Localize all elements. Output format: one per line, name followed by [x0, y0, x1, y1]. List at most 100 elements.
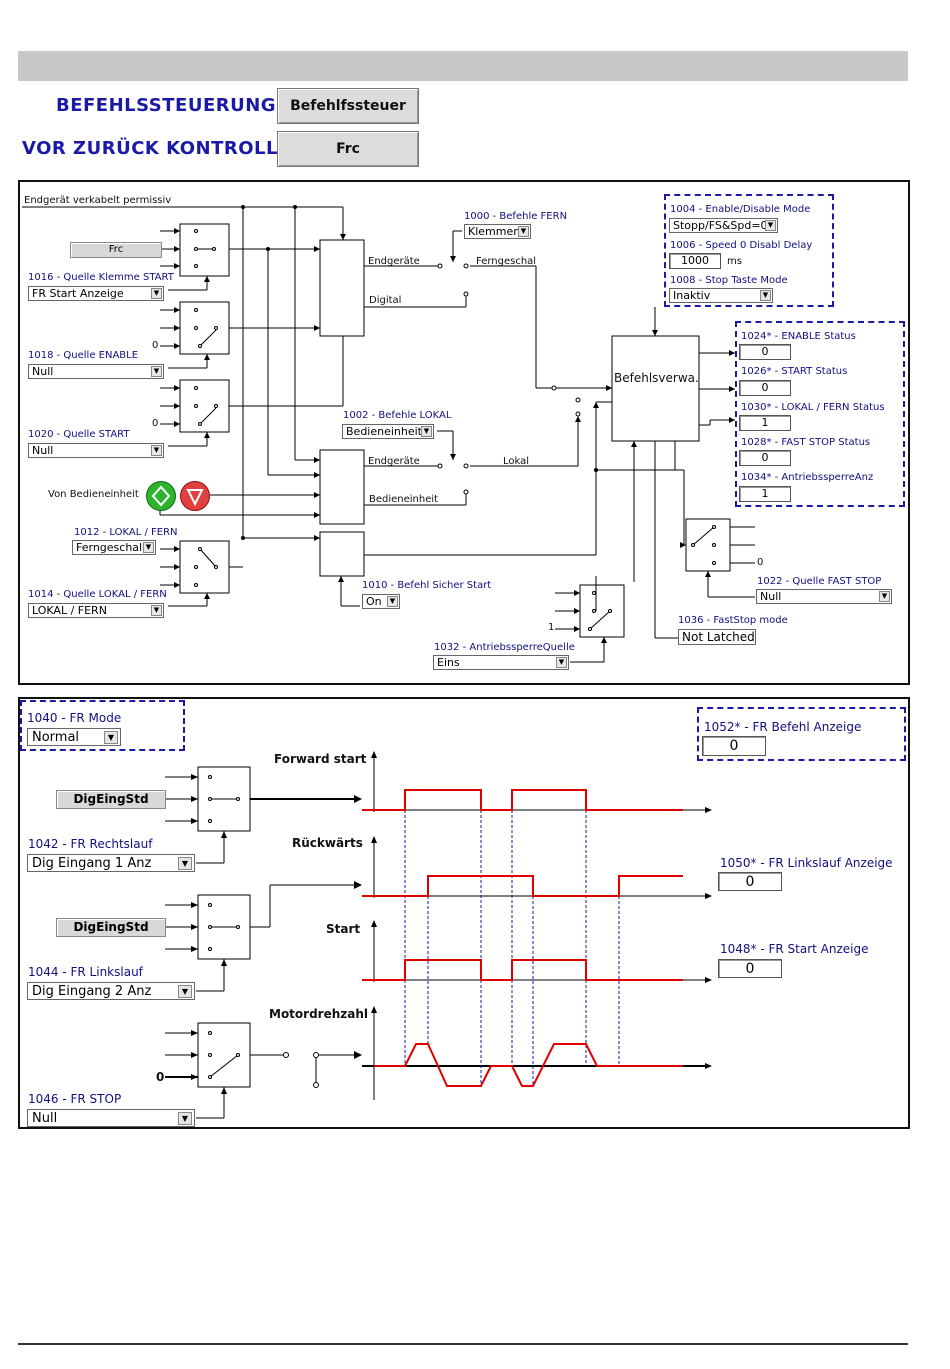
- p1008-label: 1008 - Stop Taste Mode: [670, 275, 788, 286]
- p1050-label: 1050* - FR Linkslauf Anzeige: [720, 856, 893, 870]
- chevron-down-icon: ▼: [879, 591, 890, 602]
- p1002-label: 1002 - Befehle LOKAL: [343, 410, 452, 421]
- bedien-label: Von Bedieneinheit: [48, 489, 139, 500]
- digeing-links-button[interactable]: DigEingStd: [56, 918, 166, 937]
- chevron-down-icon: ▼: [518, 226, 529, 237]
- p1010-label: 1010 - Befehl Sicher Start: [362, 580, 492, 591]
- fr-mode-group: [20, 700, 185, 751]
- p1020-label: 1020 - Quelle START: [28, 429, 130, 440]
- frc-source-button[interactable]: Frc: [70, 242, 162, 258]
- permissive-label: Endgerät verkabelt permissiv: [24, 195, 172, 206]
- status-start-value: 0: [739, 380, 791, 396]
- p1032-label: 1032 - AntriebssperreQuelle: [434, 642, 575, 653]
- chevron-down-icon: ▼: [151, 288, 162, 299]
- p1032-select[interactable]: Eins▼: [433, 655, 569, 670]
- status-antriebssperre-value: 1: [739, 486, 791, 502]
- start-button-icon[interactable]: [146, 481, 176, 511]
- p1018-select[interactable]: Null▼: [28, 364, 164, 379]
- p1044-select[interactable]: Dig Eingang 2 Anz▼: [27, 982, 195, 1000]
- p1004-select[interactable]: Stopp/FS&Spd=0▼: [669, 218, 778, 233]
- chevron-down-icon: ▼: [104, 731, 118, 744]
- befehlsverwa-label: Befehlsverwa.: [614, 371, 699, 385]
- zero-label-1: 0: [152, 340, 159, 351]
- chevron-down-icon: ▼: [765, 220, 776, 231]
- digeing-rechts-button[interactable]: DigEingStd: [56, 790, 166, 809]
- status-enable-label: 1024* - ENABLE Status: [741, 331, 856, 342]
- fr-diagram-panel: [18, 697, 910, 1129]
- p1016-select[interactable]: FR Start Anzeige▼: [28, 286, 164, 301]
- chevron-down-icon: ▼: [143, 542, 154, 553]
- top-bar: [18, 51, 908, 81]
- p1018-label: 1018 - Quelle ENABLE: [28, 350, 139, 361]
- p1020-select[interactable]: Null▼: [28, 443, 164, 458]
- p1040-label: 1040 - FR Mode: [27, 711, 122, 725]
- chevron-down-icon: ▼: [387, 596, 398, 607]
- p1014-select[interactable]: LOKAL / FERN▼: [28, 603, 164, 618]
- p1036-label: 1036 - FastStop mode: [678, 615, 788, 626]
- p1008-select[interactable]: Inaktiv▼: [669, 288, 773, 303]
- p1036-field[interactable]: Not Latched: [678, 629, 756, 645]
- p1042-select[interactable]: Dig Eingang 1 Anz▼: [27, 854, 195, 872]
- title-befehlssteuerung: BEFEHLSSTEUERUNG: [56, 95, 277, 116]
- p1010-select[interactable]: On▼: [362, 594, 400, 609]
- chevron-down-icon: ▼: [151, 366, 162, 377]
- chevron-down-icon: ▼: [421, 426, 432, 437]
- stop-button-icon[interactable]: [180, 481, 210, 511]
- p1006-unit: ms: [727, 256, 742, 267]
- digital-label: Digital: [369, 295, 402, 306]
- fr-befehl-group: [697, 707, 906, 761]
- p1014-label: 1014 - Quelle LOKAL / FERN: [28, 589, 167, 600]
- p1006-input[interactable]: 1000: [669, 253, 721, 269]
- status-faststop-value: 0: [739, 450, 791, 466]
- one-label: 1: [548, 622, 555, 633]
- lokal-label: Lokal: [503, 456, 530, 467]
- p1000-label: 1000 - Befehle FERN: [464, 211, 568, 222]
- chevron-down-icon: ▼: [556, 657, 567, 668]
- p1046-label: 1046 - FR STOP: [28, 1092, 122, 1106]
- p1052-label: 1052* - FR Befehl Anzeige: [704, 720, 862, 734]
- p1040-select[interactable]: Normal▼: [27, 728, 121, 746]
- chevron-down-icon: ▼: [178, 985, 192, 998]
- endgeraete-label-2: Endgeräte: [368, 456, 420, 467]
- p1048-value: 0: [718, 959, 782, 978]
- p1044-label: 1044 - FR Linkslauf: [28, 965, 143, 979]
- p1052-value: 0: [702, 736, 766, 756]
- p1000-select[interactable]: Klemmen▼: [464, 224, 531, 239]
- p1042-label: 1042 - FR Rechtslauf: [28, 837, 153, 851]
- p1006-label: 1006 - Speed 0 Disabl Delay: [670, 240, 813, 251]
- status-group: [735, 321, 905, 507]
- p1012-select[interactable]: Ferngeschal▼: [72, 540, 156, 555]
- p1012-label: 1012 - LOKAL / FERN: [74, 527, 178, 538]
- status-lokal-value: 1: [739, 415, 791, 431]
- zero-label-2: 0: [152, 418, 159, 429]
- zero-label-fr: 0: [156, 1070, 165, 1084]
- status-antriebssperre-label: 1034* - AntriebssperreAnz: [741, 472, 874, 483]
- p1046-select[interactable]: Null▼: [27, 1109, 195, 1127]
- p1022-select[interactable]: Null▼: [756, 589, 892, 604]
- bedieneinheit-label: Bedieneinheit: [369, 494, 439, 505]
- zero-label-3: 0: [757, 557, 764, 568]
- page-footer-rule: [18, 1343, 908, 1345]
- status-faststop-label: 1028* - FAST STOP Status: [741, 437, 871, 448]
- p1004-label: 1004 - Enable/Disable Mode: [670, 204, 811, 215]
- title-vor-zurueck: VOR ZURÜCK KONTROLLE: [22, 138, 291, 159]
- endgeraete-label-1: Endgeräte: [368, 256, 420, 267]
- p1050-value: 0: [718, 872, 782, 891]
- status-lokal-label: 1030* - LOKAL / FERN Status: [741, 402, 885, 413]
- befehlssteuer-button[interactable]: Befehlfssteuer: [277, 88, 419, 124]
- status-start-label: 1026* - START Status: [741, 366, 848, 377]
- p1002-select[interactable]: Bedieneinheit▼: [342, 424, 434, 439]
- enable-disable-group: [664, 194, 834, 307]
- signal-motor-label: Motordrehzahl: [269, 1007, 369, 1021]
- p1022-label: 1022 - Quelle FAST STOP: [757, 576, 882, 587]
- status-enable-value: 0: [739, 344, 791, 360]
- chevron-down-icon: ▼: [760, 290, 771, 301]
- chevron-down-icon: ▼: [178, 857, 192, 870]
- ferngeschal-label: Ferngeschal: [476, 256, 537, 267]
- signal-forward-label: Forward start: [274, 752, 367, 766]
- chevron-down-icon: ▼: [151, 605, 162, 616]
- signal-rueck-label: Rückwärts: [292, 836, 363, 850]
- frc-button[interactable]: Frc: [277, 131, 419, 167]
